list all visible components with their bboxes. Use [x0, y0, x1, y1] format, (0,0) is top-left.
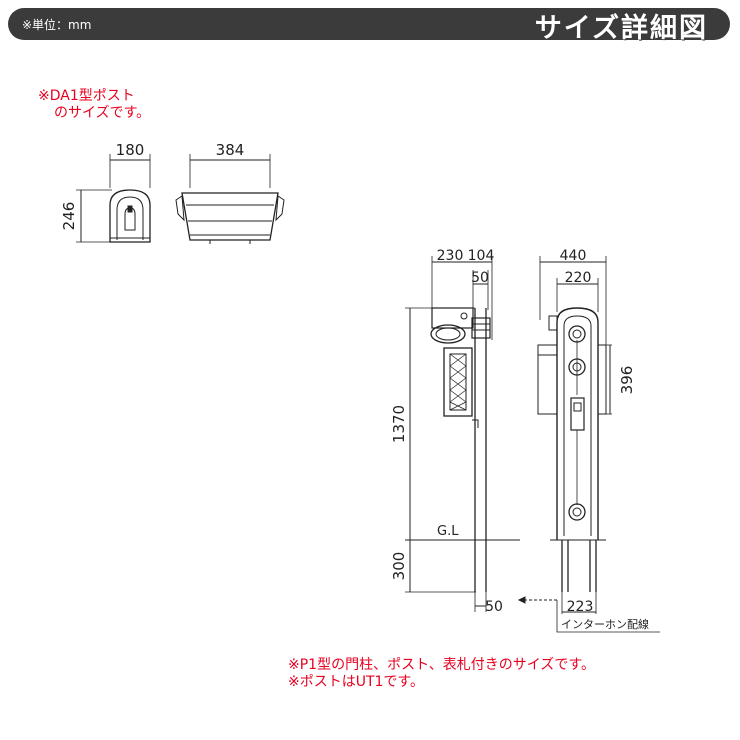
nameplate-oval — [430, 324, 466, 344]
post-front-view — [175, 154, 285, 244]
side-mailbox-inner — [449, 353, 467, 411]
post-note-line1: ※DA1型ポスト — [38, 88, 135, 104]
intercom-box — [471, 317, 491, 339]
side-bracket — [472, 419, 479, 428]
dim-396: 396 — [618, 366, 636, 395]
post-front-right-hinge — [275, 195, 285, 222]
wiring-leader — [556, 600, 660, 633]
post-side-inner — [116, 196, 144, 240]
dim-223: 223 — [567, 599, 594, 615]
side-mailbox-pattern — [449, 353, 467, 411]
post-side-view — [76, 154, 151, 243]
unit-label: ※単位：mm — [22, 18, 92, 32]
dim-104: 104 — [468, 248, 495, 264]
deco-circle — [568, 503, 586, 521]
post-side-body — [109, 189, 151, 243]
dim-300: 300 — [390, 552, 408, 581]
deco-circle-inner — [572, 362, 582, 372]
ground-level-label: G.L — [437, 524, 459, 539]
wiring-arrow — [517, 596, 526, 604]
column-intercom-lens — [573, 402, 582, 412]
post-note-line2: のサイズです。 — [54, 105, 151, 121]
dim-440: 440 — [560, 248, 587, 264]
pillar-front-view — [517, 256, 660, 633]
deco-circle — [568, 325, 586, 343]
header-bar — [8, 8, 730, 40]
intercom-wiring-label: インターホン配線 — [561, 617, 649, 631]
bottom-note-line2: ※ポストはUT1です。 — [288, 674, 425, 690]
deco-circle-inner — [572, 507, 582, 517]
deco-circle — [568, 358, 586, 376]
dim-220: 220 — [565, 270, 592, 286]
post-front-body — [181, 192, 279, 241]
dim-230: 230 — [437, 248, 464, 264]
dim-50-top: 50 — [471, 270, 489, 286]
dim-180: 180 — [116, 141, 145, 159]
bottom-note-line1: ※P1型の門柱、ポスト、表札付きのサイズです。 — [288, 657, 595, 673]
column-body — [556, 307, 599, 540]
column-inner — [563, 315, 592, 536]
dim-50-bottom: 50 — [485, 599, 503, 615]
side-mailbox — [443, 347, 473, 417]
front-nameplate-edge — [548, 315, 558, 331]
deco-circle-inner — [572, 329, 582, 339]
post-front-left-hinge — [175, 195, 185, 222]
bottom-note: ※P1型の門柱、ポスト、表札付きのサイズです。 ※ポストはUT1です。 — [288, 657, 595, 691]
dim-246: 246 — [60, 202, 78, 231]
page-title: サイズ詳細図 — [534, 13, 708, 44]
dim-1370: 1370 — [390, 405, 408, 443]
front-post-left — [537, 344, 558, 415]
pillar-side-view — [405, 256, 520, 612]
nameplate-oval-inner — [435, 327, 461, 341]
column-intercom — [570, 397, 585, 431]
front-post-right — [597, 344, 607, 415]
nameplate-screw — [460, 312, 468, 320]
dim-384: 384 — [216, 141, 245, 159]
post-side-lock — [127, 205, 133, 213]
post-note: ※DA1型ポスト のサイズです。 — [38, 88, 150, 122]
